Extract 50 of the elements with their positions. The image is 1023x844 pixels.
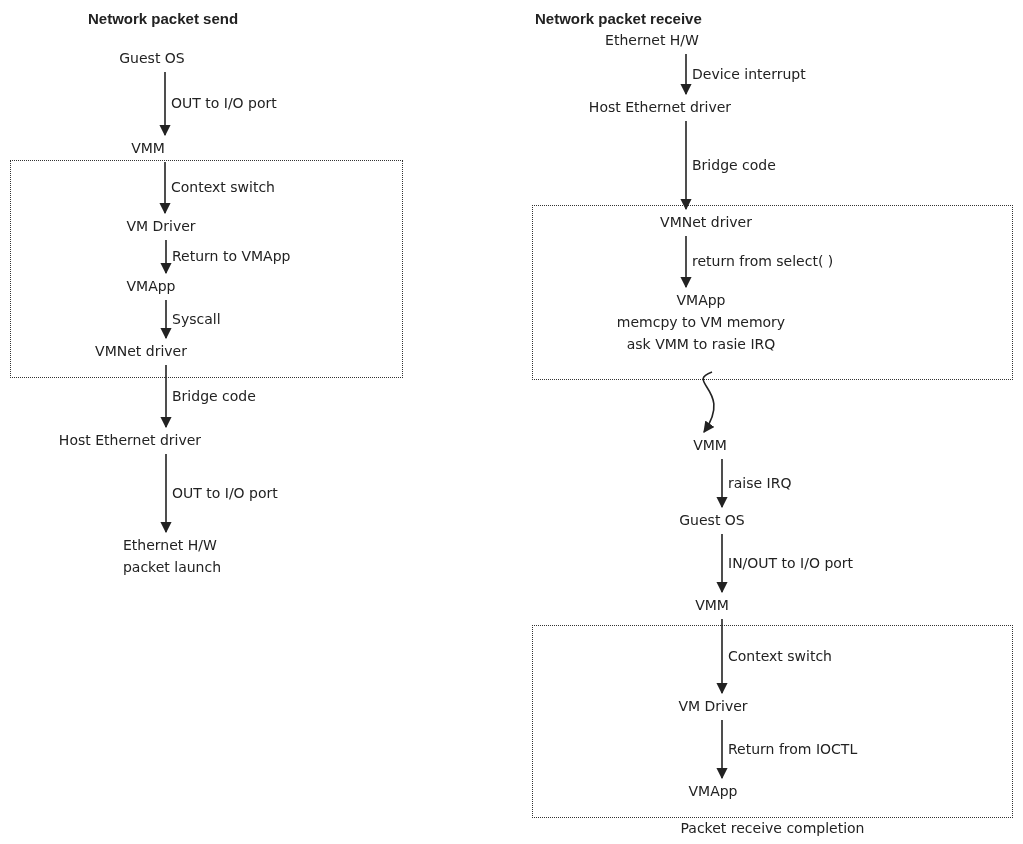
edge-label: Return from IOCTL — [728, 740, 858, 757]
arrow — [716, 458, 728, 509]
node-label: Ethernet H/W — [605, 29, 699, 51]
arrow — [159, 161, 171, 215]
dashed-group-box — [10, 160, 403, 378]
node-label: Guest OS — [119, 47, 185, 69]
node-text: packet launch — [122, 558, 222, 577]
node-label: Host Ethernet driver — [588, 96, 732, 118]
node-text: memcpy to VM memory — [616, 313, 786, 332]
node-label: Host Ethernet driver — [58, 429, 202, 451]
arrow — [716, 719, 728, 780]
edge-label: OUT to I/O port — [172, 484, 278, 501]
node-label: VM Driver — [678, 695, 748, 717]
arrow — [160, 453, 172, 534]
edge-label: Bridge code — [172, 387, 256, 404]
section-title: Network packet receive — [535, 10, 702, 27]
edge-label: Bridge code — [692, 156, 776, 173]
edge-label: Syscall — [172, 310, 221, 327]
section-title: Network packet send — [88, 10, 239, 27]
edge-label: IN/OUT to I/O port — [728, 554, 854, 571]
arrow — [160, 239, 172, 275]
edge-label: OUT to I/O port — [171, 95, 277, 111]
node-label: VMApp — [688, 780, 738, 802]
node-label: VMM — [131, 137, 165, 159]
node-label: VMM — [695, 594, 729, 616]
node-label: VM Driver — [126, 215, 196, 237]
node-text: VMApp — [676, 291, 726, 310]
caption-text: Packet receive completion — [679, 820, 866, 836]
edge-label: Device interrupt — [692, 65, 806, 82]
arrow — [680, 120, 692, 211]
node-label: VMM — [693, 434, 727, 456]
node-text: Ethernet H/W — [122, 536, 217, 555]
node-label: Guest OS — [679, 509, 745, 531]
arrow — [159, 71, 171, 137]
arrow — [716, 533, 728, 594]
edge-label: raise IRQ — [728, 474, 792, 491]
arrow — [680, 235, 692, 289]
arrow — [160, 299, 172, 340]
edge-label: Return to VMApp — [172, 248, 291, 264]
arrow — [716, 618, 728, 695]
dashed-group-box — [532, 205, 1013, 380]
edge-label: Context switch — [728, 647, 832, 664]
node-text: ask VMM to rasie IRQ — [626, 335, 776, 354]
node-label: VMNet driver — [95, 340, 187, 362]
arrow — [160, 364, 172, 429]
node-label: VMApp — [126, 275, 176, 297]
node-label: VMNet driver — [660, 211, 752, 233]
edge-label: Context switch — [171, 179, 275, 195]
edge-label: return from select( ) — [692, 253, 834, 269]
arrow — [680, 53, 692, 96]
